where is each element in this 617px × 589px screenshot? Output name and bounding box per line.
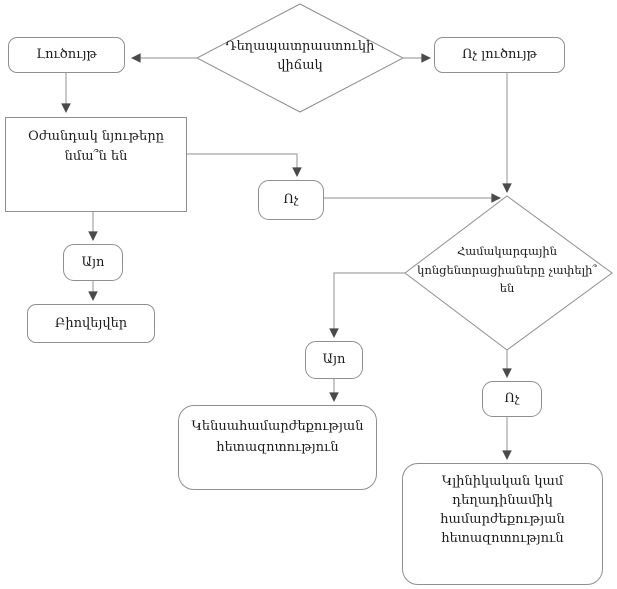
node-yes-mid: Այո bbox=[305, 341, 363, 379]
node-clinical-study: Կլինիկական կամ դեղադինամիկ համարժեքությա… bbox=[402, 463, 603, 585]
decision-drug-state-label: Դեղապատրաստուկի վիճակ bbox=[197, 26, 403, 86]
node-no-right-label: Ոչ bbox=[504, 391, 520, 407]
node-excipients-line1: Օժանդակ նյութերը bbox=[28, 129, 164, 144]
node-biowaiver: Բիովեյվեր bbox=[27, 304, 155, 343]
node-clinical-line1: Կլինիկական կամ bbox=[441, 474, 564, 489]
node-no-mid: Ոչ bbox=[258, 180, 324, 220]
decision-systemic-line2: կոնցենտրացիաները չափելի՞ bbox=[417, 262, 597, 277]
node-no-mid-label: Ոչ bbox=[283, 192, 299, 208]
node-yes-left-label: Այո bbox=[81, 254, 105, 270]
arrow-systemic-to-yes-mid bbox=[329, 272, 405, 338]
node-solution: Լուծույթ bbox=[8, 37, 125, 73]
decision-drug-state-line2: վիճակ bbox=[277, 58, 323, 73]
node-not-solution-label: Ոչ լուծույթ bbox=[462, 47, 537, 63]
node-excipients-line2: նմա՞ն են bbox=[64, 148, 128, 164]
decision-systemic-line1: Համակարգային bbox=[456, 244, 558, 259]
node-biowaiver-label: Բիովեյվեր bbox=[54, 315, 128, 331]
node-bioequivalence-line1: Կենսահամարժեքության bbox=[191, 419, 364, 434]
node-yes-mid-label: Այո bbox=[322, 352, 346, 368]
node-yes-left: Այո bbox=[63, 244, 123, 281]
node-clinical-line3: համարժեքության bbox=[440, 511, 565, 527]
decision-systemic-line3: են bbox=[499, 281, 515, 296]
node-solution-label: Լուծույթ bbox=[36, 47, 97, 63]
arrow-excipients-to-no bbox=[187, 153, 302, 177]
node-excipients-similar: Օժանդակ նյութերը նմա՞ն են bbox=[5, 117, 187, 212]
decision-drug-state-line1: Դեղապատրաստուկի bbox=[225, 38, 375, 54]
node-clinical-line2: դեղադինամիկ bbox=[452, 492, 553, 508]
node-bioequivalence-line2: հետազոտություն bbox=[216, 439, 339, 455]
node-not-solution: Ոչ լուծույթ bbox=[434, 37, 565, 73]
node-no-right: Ոչ bbox=[482, 381, 542, 417]
decision-systemic-label: Համակարգային կոնցենտրացիաները չափելի՞ են bbox=[407, 228, 607, 312]
node-bioequivalence-study: Կենսահամարժեքության հետազոտություն bbox=[178, 405, 377, 490]
decision-drug-state-diamond bbox=[195, 3, 405, 113]
node-clinical-line4: հետազոտություն bbox=[441, 530, 564, 546]
